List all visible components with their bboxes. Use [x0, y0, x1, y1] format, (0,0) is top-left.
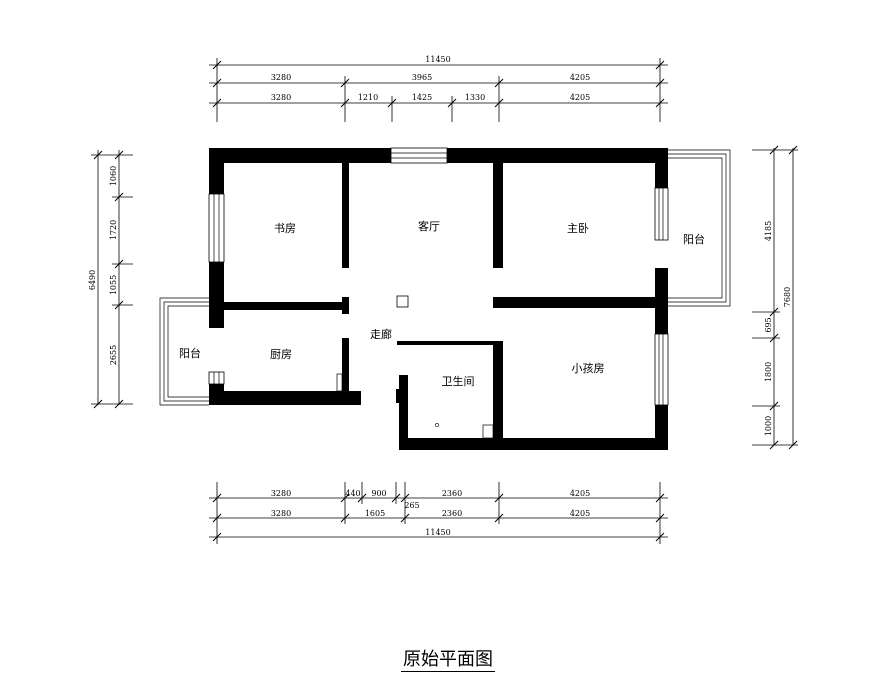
- window-kids: [654, 333, 669, 406]
- dim-bottom-row1-extra: 265: [404, 501, 419, 510]
- room-label-kids-room: 小孩房: [572, 362, 605, 375]
- room-label-master-bedroom: 主卧: [567, 222, 589, 235]
- balcony-east: [668, 149, 731, 307]
- window-study: [208, 193, 225, 263]
- dim-bottom-row1-3: 2360: [442, 489, 462, 498]
- room-label-kitchen: 厨房: [270, 348, 292, 361]
- room-label-corridor: 走廊: [370, 327, 392, 341]
- window-master: [654, 187, 669, 241]
- dim-bottom-row1-4: 4205: [570, 489, 590, 498]
- dim-top-row1-2: 4205: [570, 73, 590, 82]
- dim-bottom-row2-1: 1605: [365, 509, 385, 518]
- dim-right-seg-0: 4185: [764, 221, 773, 241]
- dim-top-row2-4: 4205: [570, 93, 590, 102]
- dim-bottom-row2-2: 2360: [442, 509, 462, 518]
- page-title-text: 原始平面图: [401, 649, 495, 672]
- dim-left-seg-1: 1720: [109, 220, 118, 240]
- dim-bottom-row1-1: 440: [345, 489, 360, 498]
- dim-bottom-total: 11450: [425, 528, 450, 537]
- window-kitchen: [208, 371, 225, 385]
- room-label-balcony-west: 阳台: [179, 346, 201, 360]
- dimensions-bottom: 3280 440 900 2360 4205 265 3280 1605 236…: [209, 482, 668, 544]
- column: [396, 295, 409, 308]
- dim-bottom-row1-0: 3280: [271, 489, 291, 498]
- dim-top-row2-3: 1330: [465, 93, 485, 102]
- room-label-study: 书房: [274, 222, 296, 235]
- dim-left-seg-2: 1055: [109, 275, 118, 295]
- dim-bottom-row2-3: 4205: [570, 509, 590, 518]
- dim-left-seg-3: 2655: [109, 345, 118, 365]
- dim-right-seg-3: 1000: [764, 416, 773, 436]
- dim-bottom-row2-0: 3280: [271, 509, 291, 518]
- dim-left-seg-0: 1060: [109, 166, 118, 186]
- dim-top-row2-0: 3280: [271, 93, 291, 102]
- window-top: [390, 147, 448, 164]
- room-label-balcony-east: 阳台: [683, 232, 705, 246]
- dimensions-top: 11450 3280 3965 4205 3280 1210 1425 1330…: [209, 55, 668, 122]
- dim-top-total: 11450: [425, 55, 450, 64]
- dim-top-row2-2: 1425: [412, 93, 432, 102]
- dim-right-seg-1: 695: [764, 317, 773, 332]
- dim-right-seg-2: 1800: [764, 362, 773, 382]
- dim-top-row1-1: 3965: [412, 73, 432, 82]
- dim-top-row1-0: 3280: [271, 73, 291, 82]
- room-label-living: 客厅: [418, 219, 440, 233]
- page-title: 原始平面图: [0, 645, 896, 672]
- dim-left-total: 6490: [88, 270, 97, 290]
- balcony-west: [159, 297, 209, 406]
- dimensions-right: 4185 695 1800 1000 7680: [752, 145, 798, 450]
- dim-right-total: 7680: [783, 287, 792, 307]
- room-label-bathroom: 卫生间: [442, 374, 475, 388]
- dimensions-left: 6490 1060 1720 1055 2655: [88, 150, 133, 409]
- dim-top-row2-1: 1210: [358, 93, 378, 102]
- dim-bottom-row1-2: 900: [371, 489, 386, 498]
- walls: [208, 147, 669, 450]
